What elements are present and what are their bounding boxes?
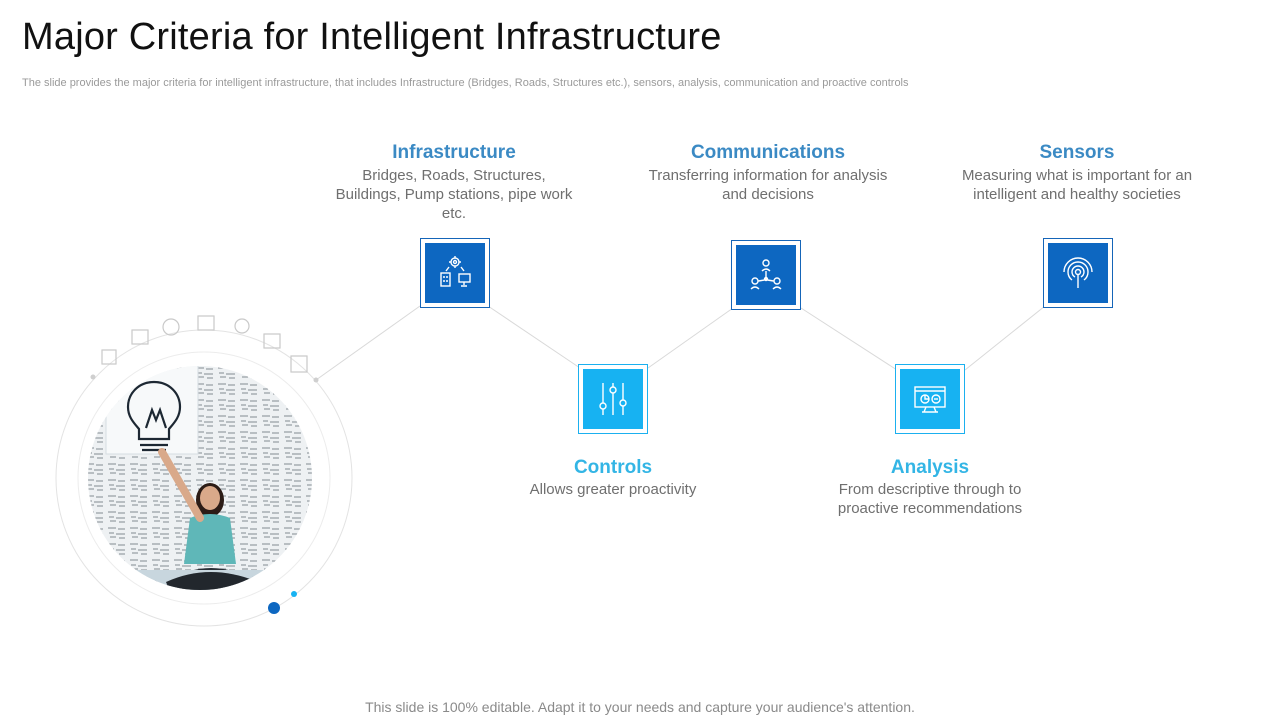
sensors-node[interactable]	[1043, 238, 1113, 308]
ring-dot	[291, 591, 297, 597]
analysis-node[interactable]	[895, 364, 965, 434]
infrastructure-icon	[440, 256, 471, 287]
page-subtitle: The slide provides the major criteria fo…	[22, 77, 909, 89]
footer-note: This slide is 100% editable. Adapt it to…	[365, 699, 915, 715]
connector-line	[487, 305, 581, 369]
ring-dot	[268, 602, 280, 614]
infrastructure-title: Infrastructure	[392, 142, 516, 163]
display-icon	[197, 315, 215, 331]
ring-dot	[313, 377, 319, 383]
controls-title: Controls	[573, 457, 653, 478]
communications-title: Communications	[690, 142, 846, 163]
sensors-desc: Measuring what is important for an intel…	[961, 167, 1193, 203]
ring-dot	[90, 374, 96, 380]
analysis-title: Analysis	[890, 457, 970, 478]
bulb-icon	[234, 318, 250, 334]
controls-desc: Allows greater proactivity	[529, 481, 697, 498]
connector-line	[800, 307, 898, 371]
controls-node[interactable]	[578, 364, 648, 434]
sensors-title: Sensors	[1039, 142, 1115, 163]
sliders-icon	[599, 383, 627, 415]
connector-line	[647, 307, 734, 369]
building-icon	[101, 349, 117, 365]
communications-desc: Transferring information for analysis an…	[648, 167, 888, 203]
gear-icon	[162, 318, 180, 336]
page-title: Major Criteria for Intelligent Infrastru…	[22, 16, 722, 58]
infrastructure-node[interactable]	[420, 238, 490, 308]
hero-illustration	[40, 300, 370, 645]
connector-line	[964, 305, 1046, 371]
infrastructure-desc: Bridges, Roads, Structures, Buildings, P…	[335, 167, 573, 222]
analysis-desc: From descriptive through to proactive re…	[837, 481, 1023, 517]
decorative-icons	[101, 315, 308, 373]
signal-icon	[1063, 257, 1093, 288]
network-icon	[750, 259, 782, 290]
server-icon	[263, 333, 281, 349]
communications-node[interactable]	[731, 240, 801, 310]
office-icon	[290, 355, 308, 373]
factory-icon	[131, 329, 149, 345]
connector-line	[315, 305, 421, 381]
monitor-chart-icon	[914, 386, 946, 413]
